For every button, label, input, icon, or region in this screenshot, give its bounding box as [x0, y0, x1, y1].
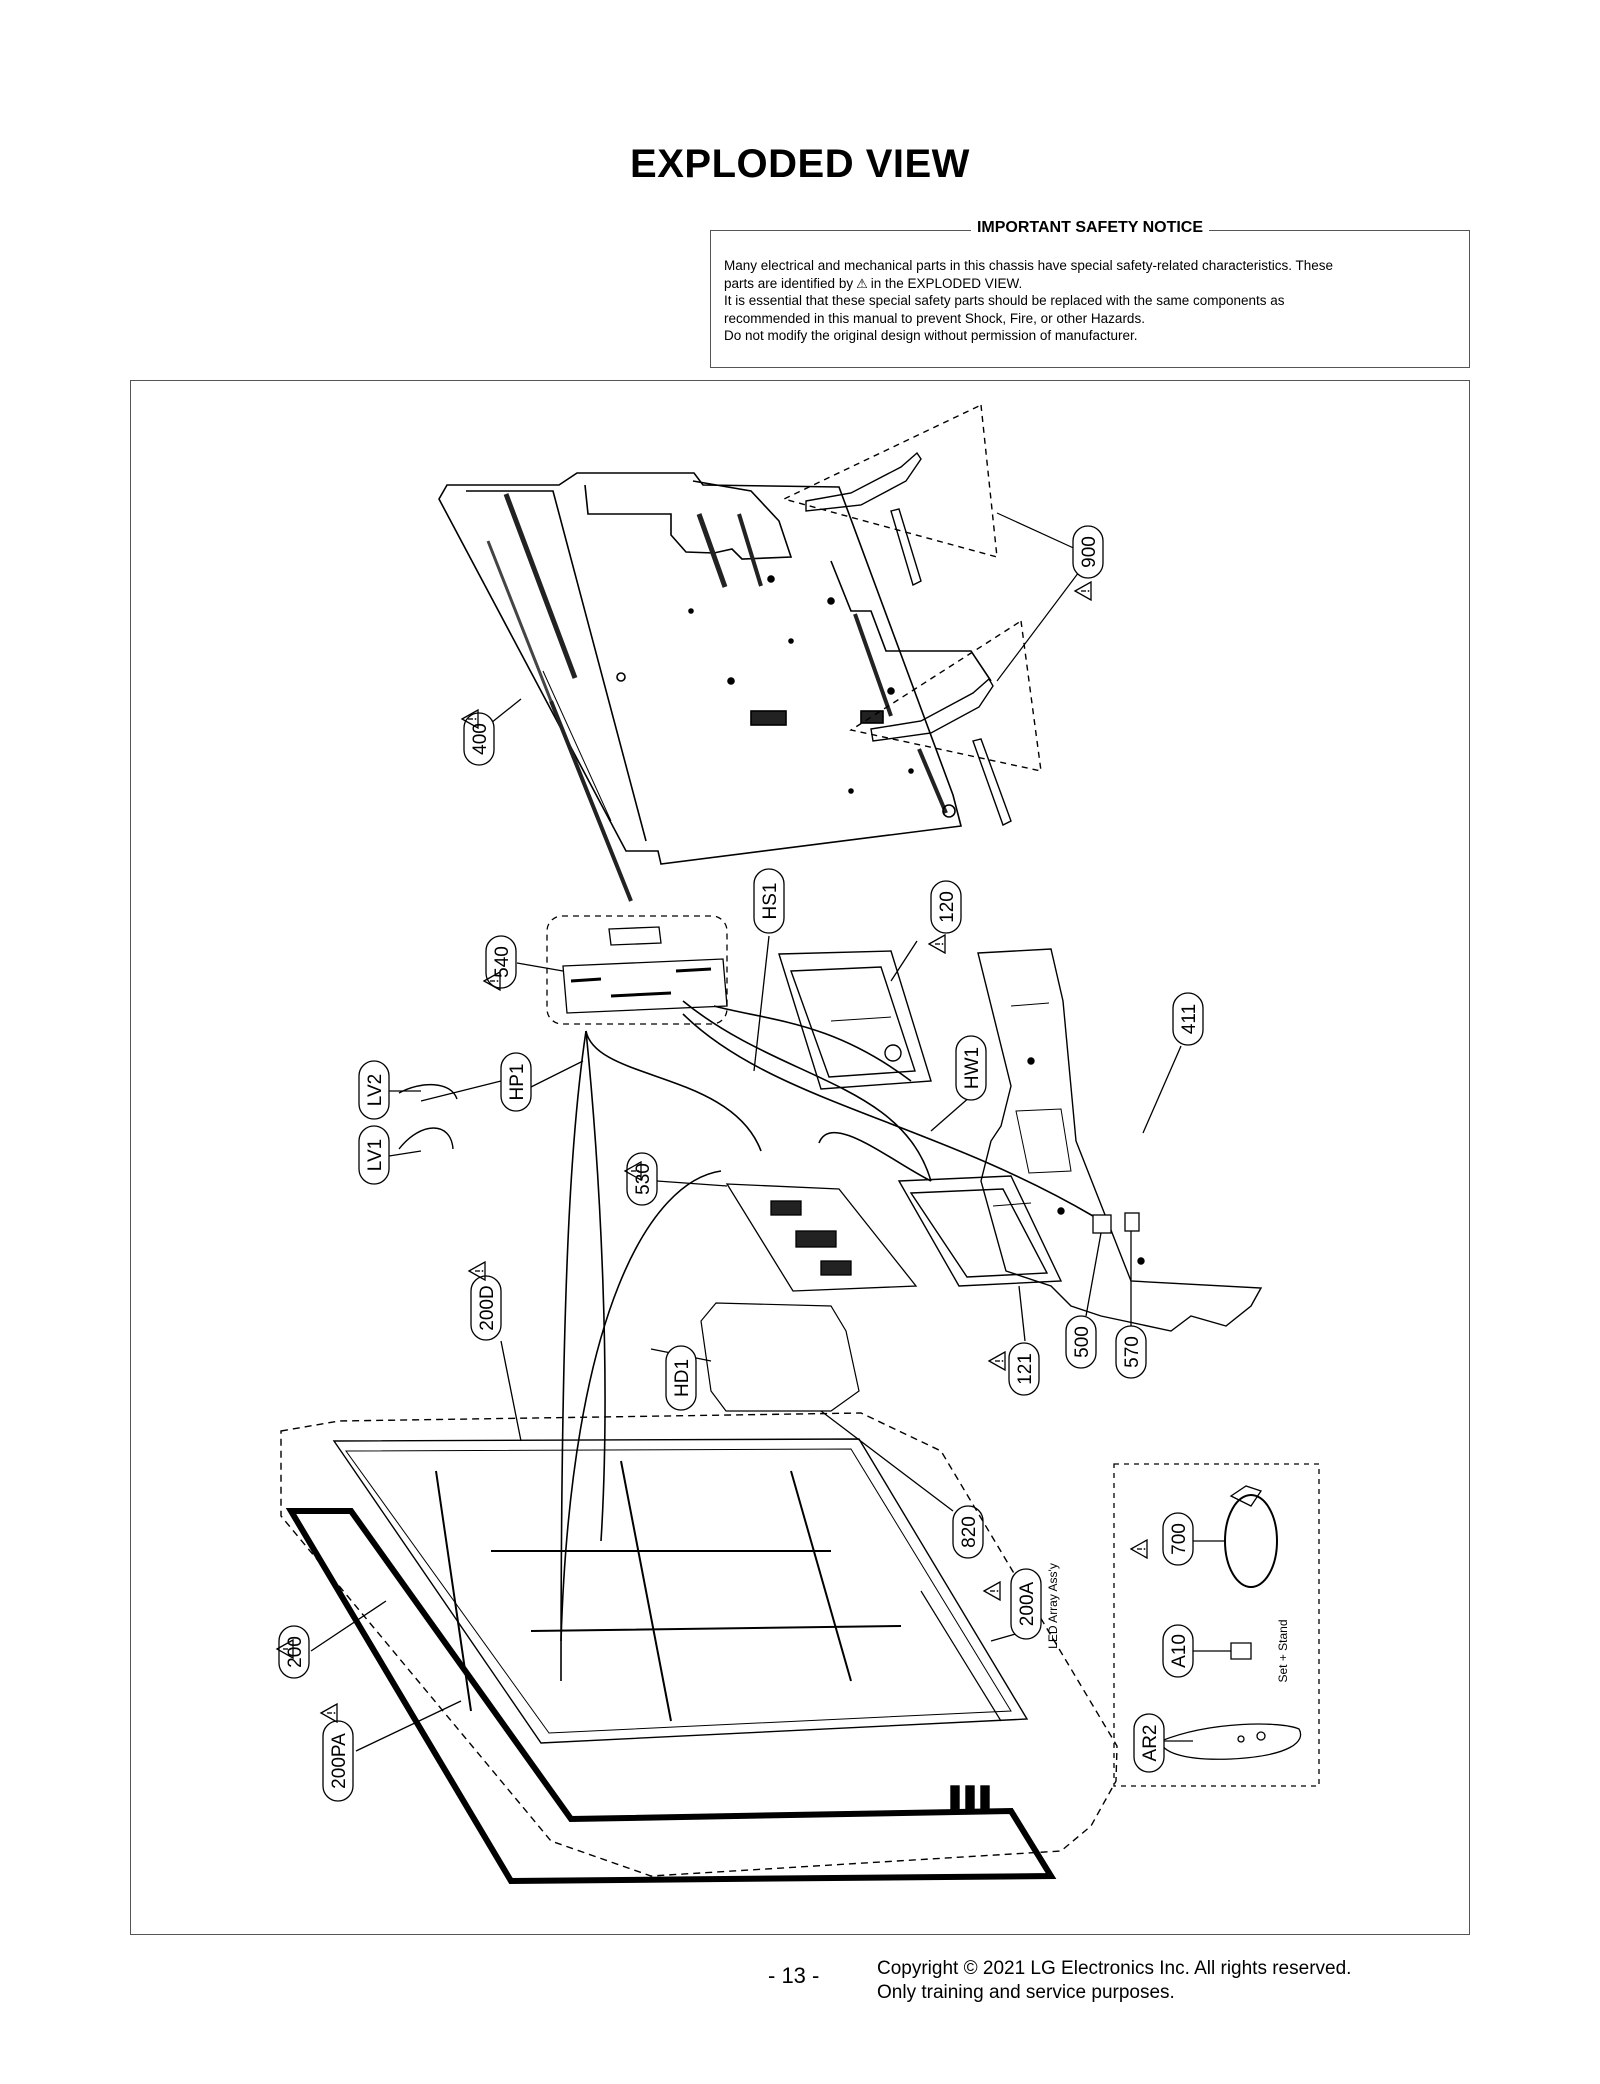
callout-400: 400 [461, 698, 522, 766]
stand-part [781, 403, 1092, 826]
exploded-view-diagram: 400 900 540 HS1 [130, 380, 1470, 1935]
callout-570: 570 [1115, 1231, 1147, 1379]
warning-triangle-icon [1074, 581, 1092, 601]
callout-121: 121 [988, 1285, 1040, 1396]
callout-LV2-label: LV2 [365, 1074, 386, 1106]
set-stand-label: Set + Stand [1276, 1619, 1290, 1682]
callout-200PA: 200PA [320, 1700, 462, 1802]
warning-triangle-icon [983, 1581, 1001, 1601]
callout-411: 411 [1142, 992, 1204, 1134]
callout-500-label: 500 [1072, 1326, 1093, 1358]
callout-540-label: 540 [492, 946, 513, 978]
callout-200: 200 [276, 1600, 387, 1679]
callout-530: 530 [624, 1152, 728, 1206]
notice-line-2a: parts are identified by [724, 275, 854, 291]
warning-triangle-icon [1130, 1539, 1148, 1559]
callout-LV1-label: LV1 [365, 1139, 386, 1171]
safety-notice-box: IMPORTANT SAFETY NOTICE Many electrical … [710, 219, 1470, 368]
safety-notice-body: Many electrical and mechanical parts in … [724, 257, 1456, 345]
page-number: - 13 - [768, 1963, 820, 1988]
callout-HD1: HD1 [650, 1345, 712, 1411]
callout-530-label: 530 [633, 1163, 654, 1195]
callout-HP1-label: HP1 [507, 1064, 528, 1101]
callout-700: 700 [1130, 1512, 1225, 1566]
harness-cables-part [560, 1000, 1094, 1682]
callout-820: 820 [820, 1410, 984, 1559]
callout-200-label: 200 [285, 1636, 306, 1668]
footer-copyright: Copyright © 2021 LG Electronics Inc. All… [877, 1957, 1351, 2005]
callout-A10: A10 Set + Stand [1162, 1619, 1290, 1683]
callout-200D: 200D [468, 1261, 522, 1442]
callout-121-label: 121 [1015, 1353, 1036, 1385]
callout-HW1: HW1 [930, 1035, 987, 1132]
callout-200A: 200A LED Array Ass'y [983, 1563, 1060, 1649]
bracket-411-part [977, 948, 1263, 1332]
callout-AR2-label: AR2 [1140, 1725, 1161, 1762]
callout-200D-label: 200D [477, 1285, 498, 1330]
callout-900: 900 [1072, 525, 1104, 601]
frame-121-part [897, 1175, 1063, 1287]
main-board-part [546, 915, 728, 1025]
callout-120-label: 120 [937, 891, 958, 923]
board-500-570-part [1092, 1212, 1140, 1234]
callout-HS1: HS1 [753, 868, 785, 1072]
callout-HW1-label: HW1 [962, 1047, 983, 1089]
callout-200PA-label: 200PA [329, 1733, 350, 1789]
notice-line-1: Many electrical and mechanical parts in … [724, 258, 1334, 273]
notice-line-3: It is essential that these special safet… [724, 293, 1285, 308]
warning-triangle-icon: ⚠ [856, 275, 868, 291]
callout-200A-label: 200A [1017, 1581, 1038, 1626]
copyright-text: Copyright © 2021 LG Electronics Inc. All… [877, 1958, 1352, 1979]
purpose-text: Only training and service purposes. [877, 1982, 1175, 2003]
callout-A10-label: A10 [1169, 1634, 1190, 1668]
page-title: EXPLODED VIEW [630, 142, 970, 186]
callout-HD1-label: HD1 [672, 1359, 693, 1397]
safety-notice-title: IMPORTANT SAFETY NOTICE [970, 219, 1210, 236]
warning-triangle-icon [320, 1703, 338, 1723]
warning-triangle-icon [988, 1351, 1006, 1371]
callout-HP1: HP1 [420, 1052, 584, 1112]
back-cover-part [438, 472, 992, 902]
led-array-label: LED Array Ass'y [1046, 1563, 1060, 1649]
notice-line-2b: in the EXPLODED VIEW. [870, 275, 1023, 291]
notice-line-4: recommended in this manual to prevent Sh… [724, 310, 1145, 326]
callout-120: 120 [890, 880, 962, 982]
notice-line-5: Do not modify the original design withou… [724, 328, 1138, 343]
callout-LV1: LV1 [358, 1125, 422, 1185]
callout-400-label: 400 [470, 723, 491, 755]
callout-900-label: 900 [1079, 536, 1100, 568]
warning-triangle-icon [928, 934, 946, 954]
callout-540: 540 [483, 935, 564, 991]
callout-AR2: AR2 [1133, 1713, 1193, 1773]
callout-700-label: 700 [1169, 1523, 1190, 1555]
frame-120-part [778, 950, 932, 1090]
power-board-530-part [725, 1183, 918, 1292]
panel-module-part [280, 1412, 1118, 1885]
callout-820-label: 820 [959, 1516, 980, 1548]
callout-HS1-label: HS1 [760, 883, 781, 920]
sheet-820-part [700, 1302, 860, 1412]
callout-411-label: 411 [1179, 1004, 1200, 1034]
callout-500: 500 [1065, 1232, 1102, 1369]
callout-LV2: LV2 [358, 1060, 421, 1120]
callout-570-label: 570 [1122, 1336, 1143, 1368]
lv-cables-part [398, 1083, 458, 1150]
